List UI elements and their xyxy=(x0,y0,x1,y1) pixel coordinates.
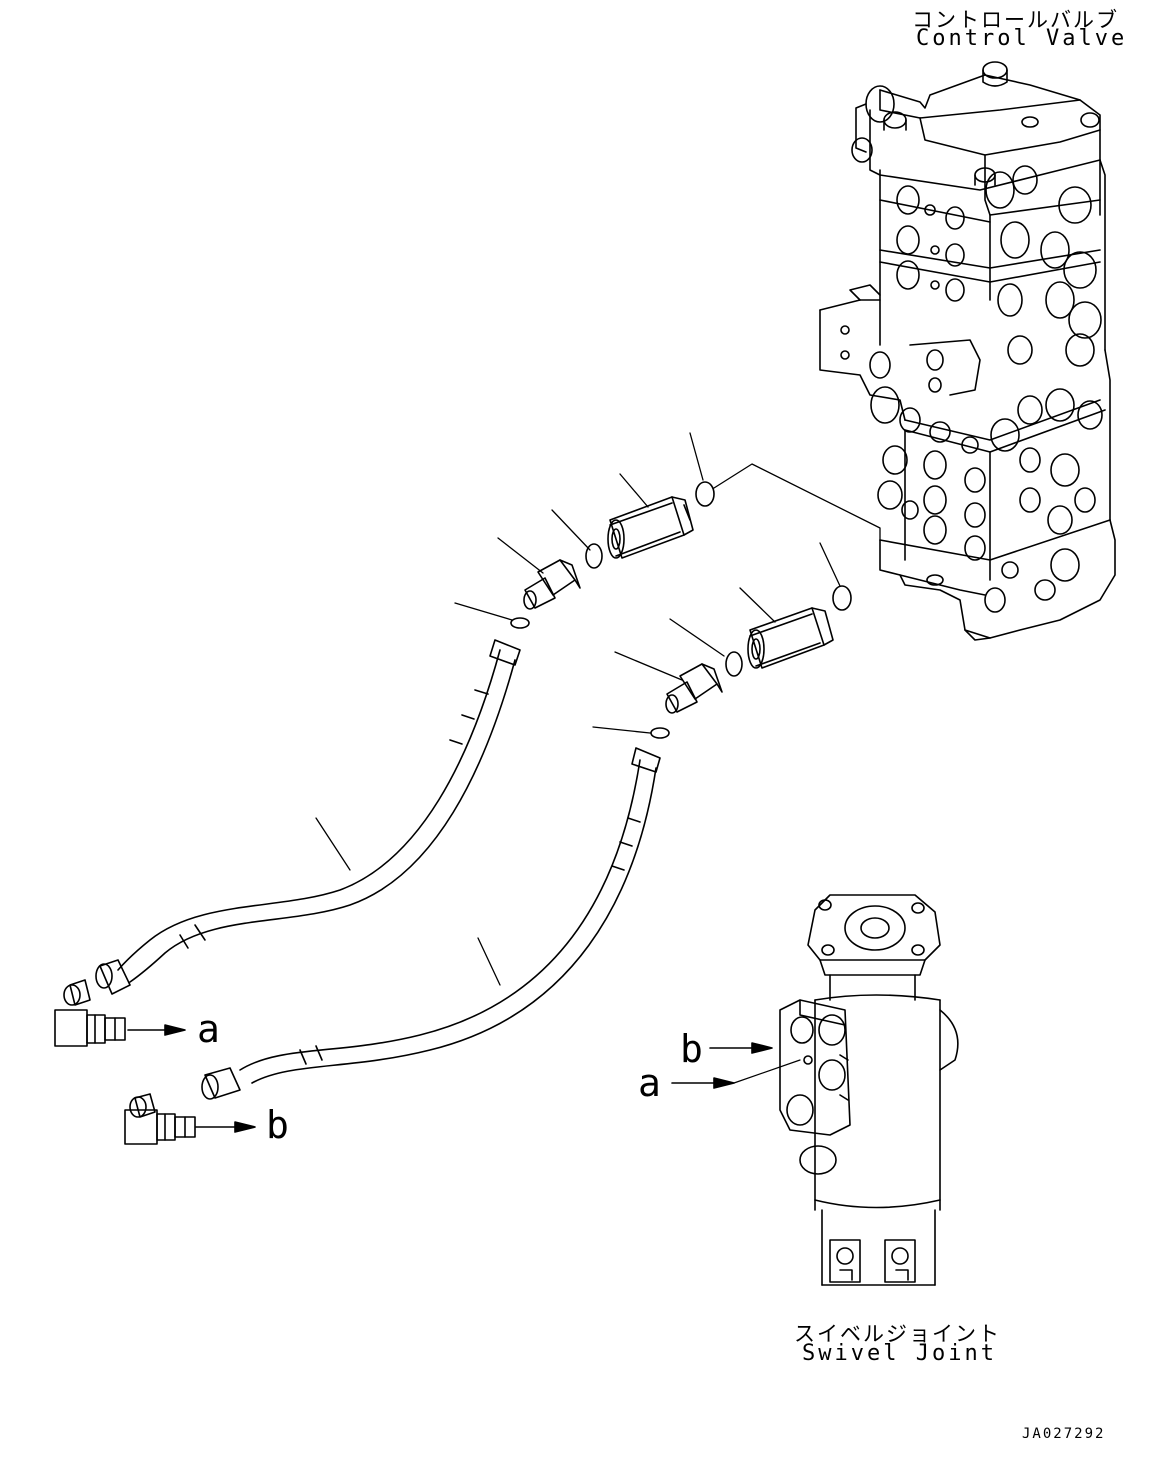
port-label-b-swivel: b xyxy=(680,1027,703,1071)
drawing-code: JA027292 xyxy=(1022,1426,1106,1442)
upper-fitting-chain xyxy=(511,482,714,628)
control-valve-assembly xyxy=(820,62,1115,640)
lower-fitting-chain xyxy=(651,586,851,738)
leader-elbow-1 xyxy=(498,538,543,573)
control-valve-label-en: Control Valve xyxy=(916,26,1128,51)
port-label-a-left: a xyxy=(197,1007,220,1051)
leader-elbow-2 xyxy=(615,652,682,680)
swivel-joint-assembly xyxy=(780,895,958,1285)
leader-oring-5 xyxy=(670,619,724,656)
leader-oring-3 xyxy=(455,603,512,620)
leader-oring-2 xyxy=(552,510,590,550)
leader-oring-4 xyxy=(820,543,840,586)
swivel-joint-label-en: Swivel Joint xyxy=(802,1341,997,1366)
swivel-joint-label-jp: スイベルジョイント xyxy=(794,1322,1001,1346)
leader-oring-6 xyxy=(593,727,650,733)
leader-hose-2 xyxy=(478,938,500,985)
leader-adapter-2 xyxy=(740,588,775,622)
port-label-b-left: b xyxy=(266,1103,289,1147)
callout-leaders xyxy=(316,433,880,985)
end-fitting-b xyxy=(125,1094,195,1144)
leader-hose-1 xyxy=(316,818,350,870)
leader-oring-1 xyxy=(690,433,703,480)
leader-adapter-1 xyxy=(620,474,648,507)
hose-upper xyxy=(96,640,520,994)
end-fitting-a xyxy=(55,980,125,1046)
hose-lower xyxy=(202,748,660,1099)
port-label-a-swivel: a xyxy=(638,1061,661,1105)
control-valve-label-jp: コントロールバルブ xyxy=(912,8,1119,32)
